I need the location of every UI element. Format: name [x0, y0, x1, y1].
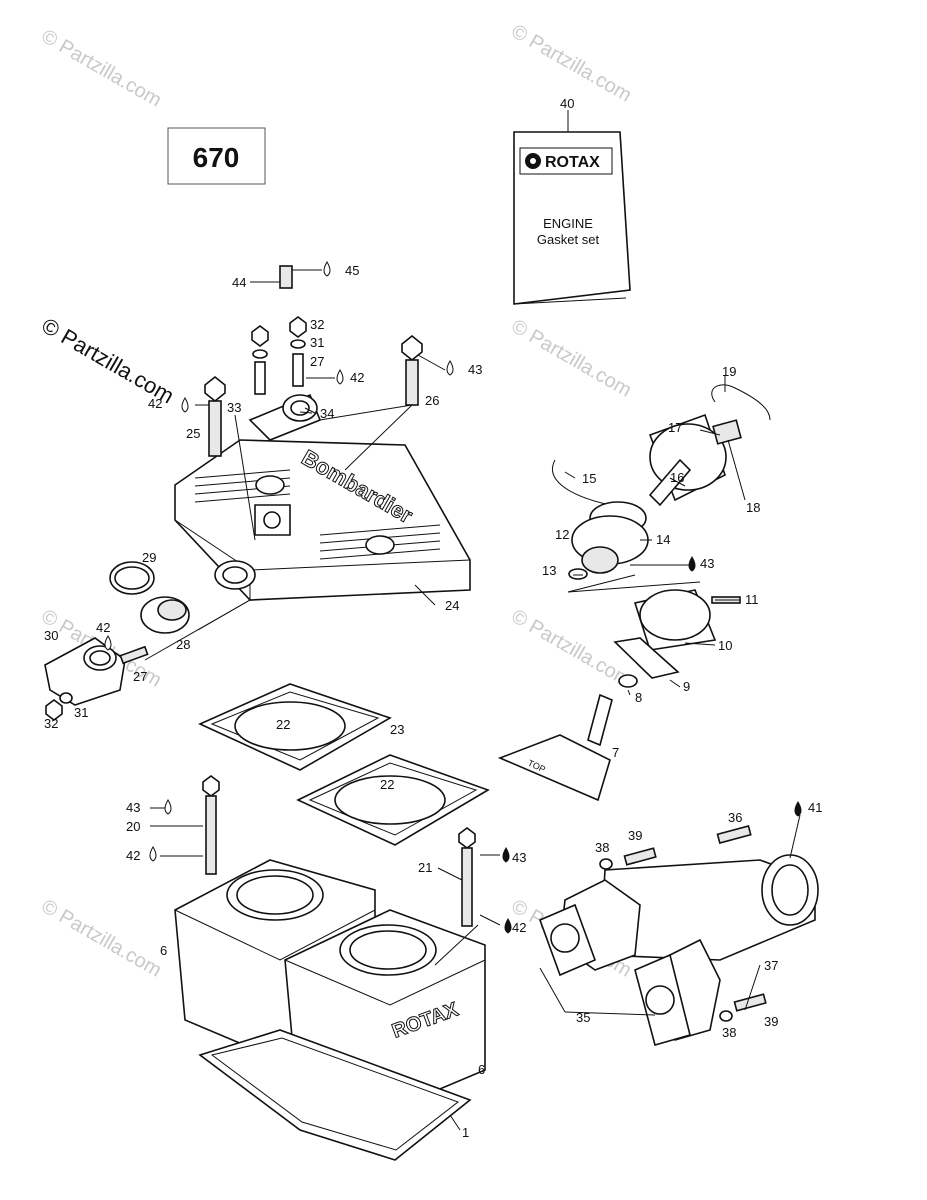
callout: 10: [718, 638, 732, 653]
callout: 26: [425, 393, 439, 408]
drop-icon: [502, 847, 510, 863]
drop-icon: [164, 799, 172, 815]
callout: 22: [380, 777, 394, 792]
callout: 24: [445, 598, 459, 613]
callout: 36: [728, 810, 742, 825]
cylinder-bolts: [202, 775, 476, 927]
callout: 32: [44, 716, 58, 731]
callout: 43: [468, 362, 482, 377]
drop-icon: [794, 801, 802, 817]
callout: 33: [227, 400, 241, 415]
callout: 15: [582, 471, 596, 486]
callout: 40: [560, 96, 574, 111]
drop-icon: [323, 261, 331, 277]
callout: 16: [670, 470, 684, 485]
callout: 34: [320, 406, 334, 421]
callout: 23: [390, 722, 404, 737]
engine-code-box: 670: [167, 127, 266, 185]
callout: 7: [612, 745, 619, 760]
callout: 12: [555, 527, 569, 542]
callout: 39: [628, 828, 642, 843]
thermostat-group: [44, 561, 190, 721]
callout: 1: [462, 1125, 469, 1140]
drop-icon: [104, 635, 112, 651]
drop-icon: [149, 846, 157, 862]
callout: 42: [512, 920, 526, 935]
callout: 14: [656, 532, 670, 547]
callout: 20: [126, 819, 140, 834]
callout: 18: [746, 500, 760, 515]
rave-valve-assembly: TOP: [497, 384, 771, 802]
watermark: © Partzilla.com: [38, 25, 166, 111]
callout: 42: [350, 370, 364, 385]
callout: 11: [745, 592, 759, 607]
callout: 42: [148, 396, 162, 411]
manual-subtitle: Gasket set: [537, 232, 600, 247]
manual-brand: ROTAX: [545, 154, 600, 171]
manual-title: ENGINE: [543, 216, 593, 231]
callout: 45: [345, 263, 359, 278]
callout: 21: [418, 860, 432, 875]
drop-icon: [446, 360, 454, 376]
watermark: © Partzilla.com: [508, 20, 636, 106]
engine-code: 670: [193, 142, 240, 173]
callout: 38: [595, 840, 609, 855]
callout: 6: [478, 1062, 485, 1077]
drop-icon: [504, 918, 512, 934]
head-gaskets: [198, 683, 490, 846]
callout-labels: 40 44 45 32 31 27 42 43 26 33 34 25 24 2…: [44, 96, 822, 1140]
callout: 37: [764, 958, 778, 973]
callout: 38: [722, 1025, 736, 1040]
gasket-set-manual: ROTAX ENGINE Gasket set: [513, 110, 631, 305]
head-fasteners: [204, 265, 423, 457]
manifold-fasteners: [599, 825, 767, 1022]
cylinders: ROTAX: [174, 859, 486, 1161]
callout: 43: [126, 800, 140, 815]
watermark: © Partzilla.com: [38, 895, 166, 981]
oil-drops: [104, 261, 802, 934]
callout: 42: [96, 620, 110, 635]
watermark: © Partzilla.com: [508, 315, 636, 401]
callout: 28: [176, 637, 190, 652]
watermark-dark: © Partzilla.com: [38, 313, 179, 409]
water-outlet: [248, 393, 322, 441]
callout: 13: [542, 563, 556, 578]
callout: 30: [44, 628, 58, 643]
callout: 31: [310, 335, 324, 350]
leader-lines: [144, 269, 801, 1131]
drop-icon: [336, 369, 344, 385]
drop-icon: [181, 397, 189, 413]
callout: 27: [310, 354, 324, 369]
callout: 31: [74, 705, 88, 720]
callout: 8: [635, 690, 642, 705]
exhaust-manifold: [538, 854, 819, 1046]
callout: 25: [186, 426, 200, 441]
callout: 43: [700, 556, 714, 571]
watermark: © Partzilla.com: [508, 605, 636, 691]
callout: 35: [576, 1010, 590, 1025]
callout: 17: [668, 420, 682, 435]
callout: 29: [142, 550, 156, 565]
callout: 41: [808, 800, 822, 815]
cylinder-head: Bombardier: [174, 439, 471, 601]
callout: 42: [126, 848, 140, 863]
callout: 27: [133, 669, 147, 684]
callout: 39: [764, 1014, 778, 1029]
callout: 32: [310, 317, 324, 332]
callout: 22: [276, 717, 290, 732]
callout: 43: [512, 850, 526, 865]
drop-icon: [688, 556, 696, 572]
callout: 44: [232, 275, 246, 290]
callout: 9: [683, 679, 690, 694]
callout: 6: [160, 943, 167, 958]
callout: 19: [722, 364, 736, 379]
